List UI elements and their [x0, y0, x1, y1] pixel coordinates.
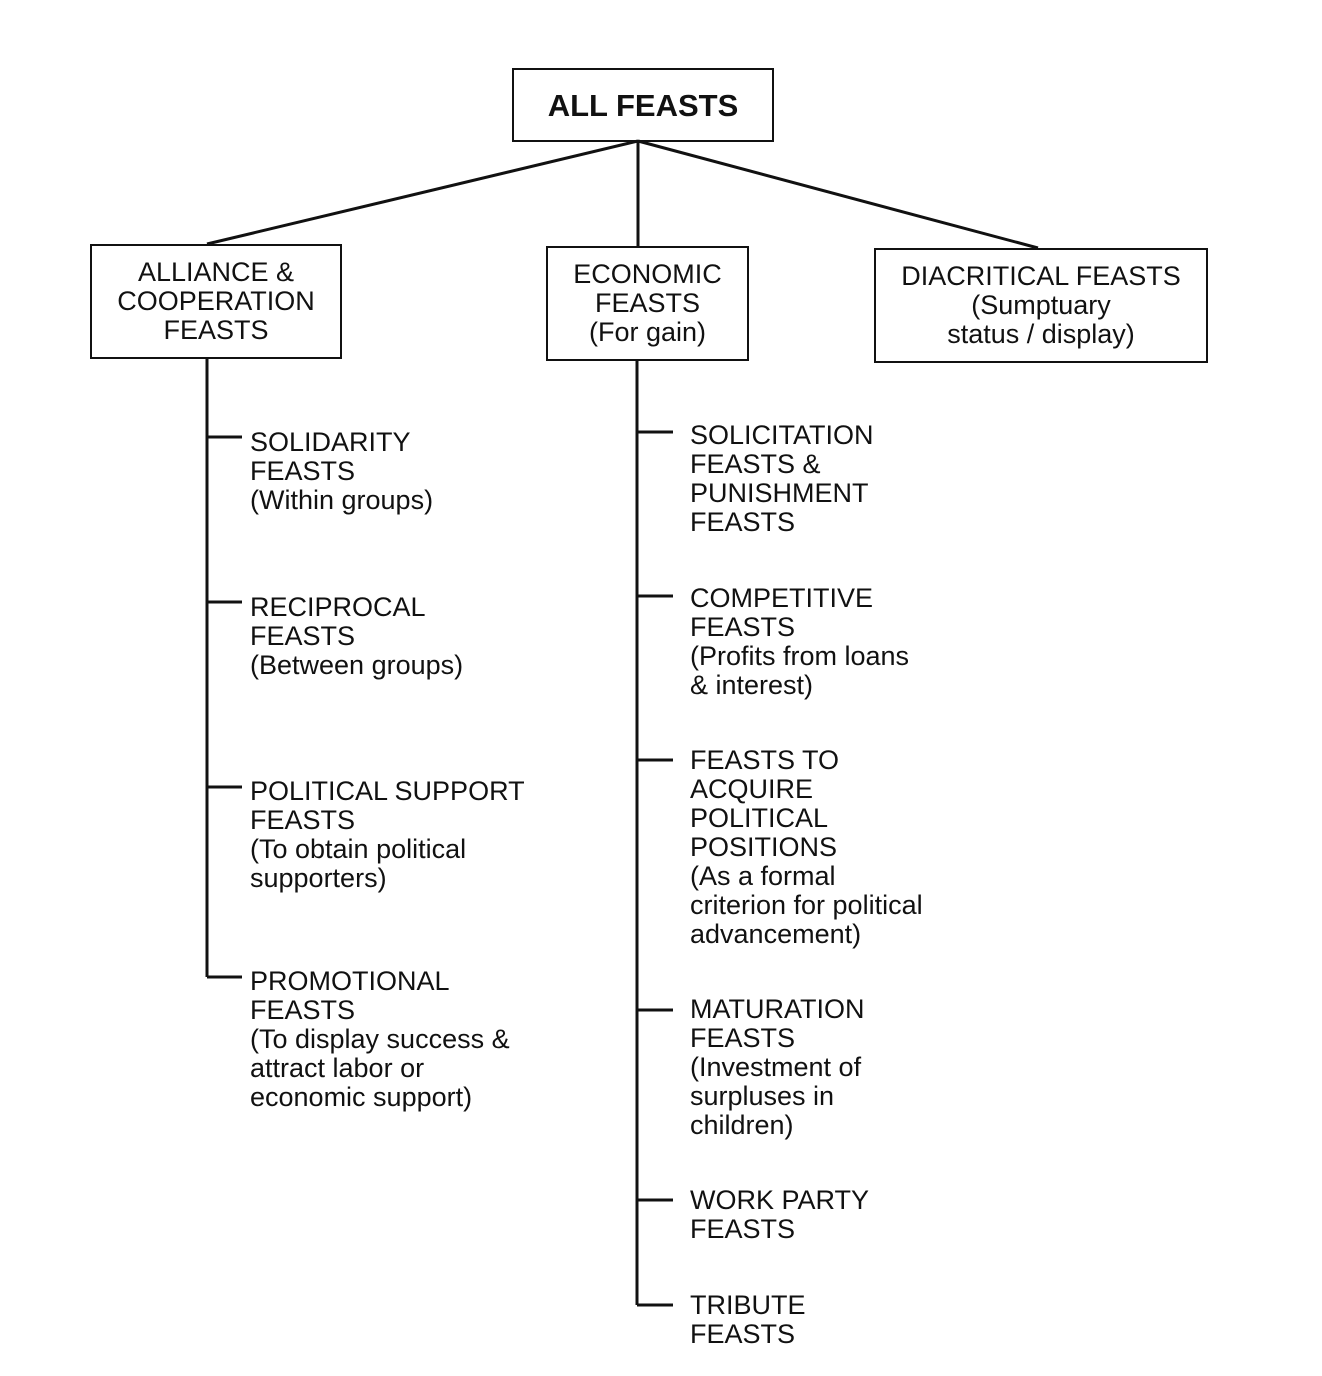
line: (Profits from loans: [690, 641, 910, 671]
line: FEASTS: [250, 805, 356, 835]
line: POSITIONS: [690, 832, 838, 862]
line: FEASTS: [690, 507, 796, 537]
line: POLITICAL SUPPORT: [250, 776, 525, 806]
line: TRIBUTE: [690, 1290, 806, 1320]
connector-root-diacritical: [637, 139, 1039, 250]
line: ALLIANCE &: [137, 257, 295, 287]
category-economic: ECONOMIC FEASTS (For gain): [546, 246, 749, 361]
line: (Within groups): [250, 485, 434, 515]
line: children): [690, 1110, 794, 1140]
line: (For gain): [588, 317, 707, 347]
line: PROMOTIONAL: [250, 966, 450, 996]
line: COMPETITIVE: [690, 583, 874, 613]
line: COOPERATION: [117, 286, 315, 316]
line: SOLICITATION: [690, 420, 874, 450]
line: FEASTS: [690, 1214, 796, 1244]
line: FEASTS: [690, 1319, 796, 1349]
root-node-all-feasts: ALL FEASTS: [512, 68, 774, 142]
line: FEASTS: [690, 1023, 796, 1053]
category-diacritical: DIACRITICAL FEASTS (Sumptuary status / d…: [874, 248, 1208, 363]
line: (Sumptuary: [971, 290, 1111, 320]
line: (To display success &: [250, 1024, 510, 1054]
line: supporters): [250, 863, 387, 893]
line: FEASTS: [163, 315, 269, 345]
line: POLITICAL: [690, 803, 829, 833]
line: (Investment of: [690, 1052, 862, 1082]
line: FEASTS TO: [690, 745, 840, 775]
line: PUNISHMENT: [690, 478, 869, 508]
line: FEASTS: [250, 456, 356, 486]
line: (As a formal: [690, 861, 836, 891]
line: (To obtain political: [250, 834, 467, 864]
line: surpluses in: [690, 1081, 835, 1111]
line: economic support): [250, 1082, 473, 1112]
line: attract labor or: [250, 1053, 425, 1083]
line: MATURATION: [690, 994, 865, 1024]
root-label: ALL FEASTS: [547, 87, 739, 123]
line: WORK PARTY: [690, 1185, 870, 1215]
line: FEASTS: [594, 288, 701, 318]
line: FEASTS: [250, 995, 356, 1025]
line: ACQUIRE: [690, 774, 814, 804]
line: FEASTS: [250, 621, 356, 651]
line: FEASTS: [690, 612, 796, 642]
line: DIACRITICAL FEASTS: [901, 261, 1181, 291]
line: FEASTS &: [690, 449, 821, 479]
line: status / display): [947, 319, 1135, 349]
line: criterion for political: [690, 890, 923, 920]
line: & interest): [690, 670, 814, 700]
category-alliance-cooperation: ALLIANCE & COOPERATION FEASTS: [90, 244, 342, 359]
connector-root-alliance: [206, 139, 639, 246]
line: RECIPROCAL: [250, 592, 426, 622]
line: ECONOMIC: [573, 259, 722, 289]
line: SOLIDARITY: [250, 427, 411, 457]
line: (Between groups): [250, 650, 464, 680]
line: advancement): [690, 919, 862, 949]
